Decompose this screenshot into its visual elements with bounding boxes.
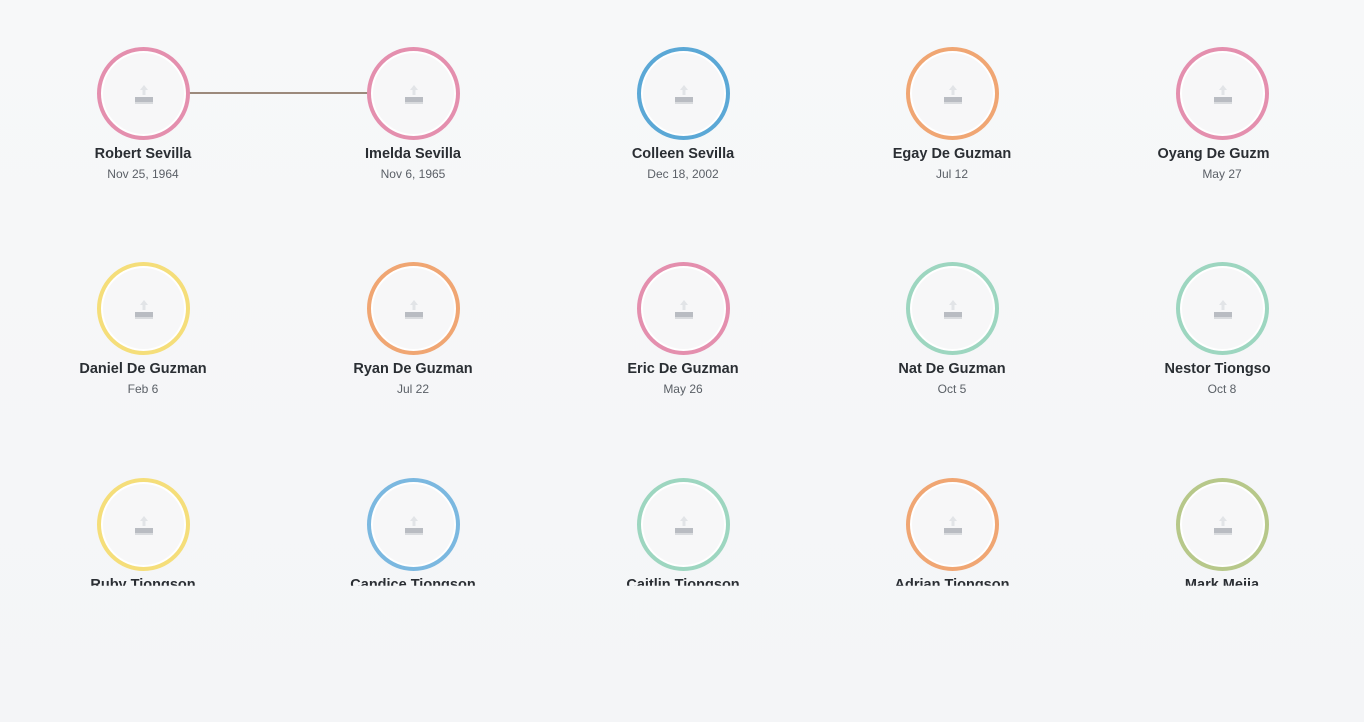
image-placeholder-icon [134, 84, 153, 104]
person-node[interactable]: Egay De Guzman Jul 12 [852, 47, 1052, 187]
person-node[interactable]: Adrian Tiongson [852, 478, 1052, 618]
avatar[interactable] [906, 262, 999, 355]
person-node[interactable]: Eric De Guzman May 26 [583, 262, 783, 402]
person-birthdate: Jul 22 [396, 382, 430, 396]
person-name: Nat De Guzman [898, 361, 1006, 377]
avatar[interactable] [97, 47, 190, 140]
person-birthdate: Oct 5 [937, 382, 967, 396]
person-name: Egay De Guzman [892, 146, 1012, 162]
person-node[interactable]: Imelda Sevilla Nov 6, 1965 [313, 47, 513, 187]
person-name: Daniel De Guzman [79, 361, 207, 377]
image-placeholder-icon [943, 299, 962, 319]
image-placeholder-icon [404, 515, 423, 535]
avatar[interactable] [1176, 262, 1269, 355]
person-birthdate: Nov 25, 1964 [107, 167, 179, 181]
person-birthdate: Oct 8 [1207, 382, 1237, 396]
person-name: Robert Sevilla [94, 146, 192, 162]
image-placeholder-icon [134, 515, 153, 535]
person-name: Ryan De Guzman [353, 361, 473, 377]
person-name: Mark Mejia [1184, 577, 1260, 593]
person-node[interactable]: Nestor Tiongson Oct 8 [1122, 262, 1270, 402]
image-placeholder-icon [674, 84, 693, 104]
person-name: Ruby Tiongson [90, 577, 196, 593]
person-name: Adrian Tiongson [894, 577, 1010, 593]
person-birthdate: Nov 6, 1965 [380, 167, 446, 181]
person-birthdate: May 26 [663, 382, 703, 396]
avatar[interactable] [367, 47, 460, 140]
person-node[interactable]: Mark Mejia [1122, 478, 1270, 618]
person-node[interactable]: Robert Sevilla Nov 25, 1964 [43, 47, 243, 187]
avatar[interactable] [97, 262, 190, 355]
person-node[interactable]: Candice Tiongson [313, 478, 513, 618]
person-birthdate: Dec 18, 2002 [647, 167, 719, 181]
image-placeholder-icon [1213, 84, 1232, 104]
avatar[interactable] [367, 478, 460, 571]
image-placeholder-icon [943, 515, 962, 535]
person-name: Eric De Guzman [627, 361, 739, 377]
avatar[interactable] [637, 47, 730, 140]
person-name: Caitlin Tiongson [626, 577, 740, 593]
person-node[interactable]: Caitlin Tiongson [583, 478, 783, 618]
person-name: Nestor Tiongson [1164, 361, 1270, 377]
avatar[interactable] [367, 262, 460, 355]
image-placeholder-icon [943, 84, 962, 104]
avatar[interactable] [97, 478, 190, 571]
person-name: Colleen Sevilla [631, 146, 735, 162]
avatar[interactable] [906, 478, 999, 571]
image-placeholder-icon [674, 515, 693, 535]
person-name: Candice Tiongson [350, 577, 476, 593]
image-placeholder-icon [404, 299, 423, 319]
person-name: Imelda Sevilla [365, 146, 461, 162]
image-placeholder-icon [1213, 515, 1232, 535]
avatar[interactable] [637, 262, 730, 355]
avatar[interactable] [1176, 478, 1269, 571]
person-node[interactable]: Nat De Guzman Oct 5 [852, 262, 1052, 402]
image-placeholder-icon [134, 299, 153, 319]
person-node[interactable]: Colleen Sevilla Dec 18, 2002 [583, 47, 783, 187]
image-placeholder-icon [1213, 299, 1232, 319]
person-birthdate: May 27 [1202, 167, 1242, 181]
avatar[interactable] [906, 47, 999, 140]
person-node[interactable]: Ruby Tiongson [43, 478, 243, 618]
person-birthdate: Jul 12 [935, 167, 969, 181]
image-placeholder-icon [674, 299, 693, 319]
person-node[interactable]: Oyang De Guzman May 27 [1122, 47, 1270, 187]
avatar[interactable] [1176, 47, 1269, 140]
person-node[interactable]: Daniel De Guzman Feb 6 [43, 262, 243, 402]
person-node[interactable]: Ryan De Guzman Jul 22 [313, 262, 513, 402]
image-placeholder-icon [404, 84, 423, 104]
avatar[interactable] [637, 478, 730, 571]
person-birthdate: Feb 6 [127, 382, 159, 396]
person-name: Oyang De Guzman [1157, 146, 1270, 162]
tree-viewport: Robert Sevilla Nov 25, 1964 Imelda Sevil… [43, 47, 1270, 618]
